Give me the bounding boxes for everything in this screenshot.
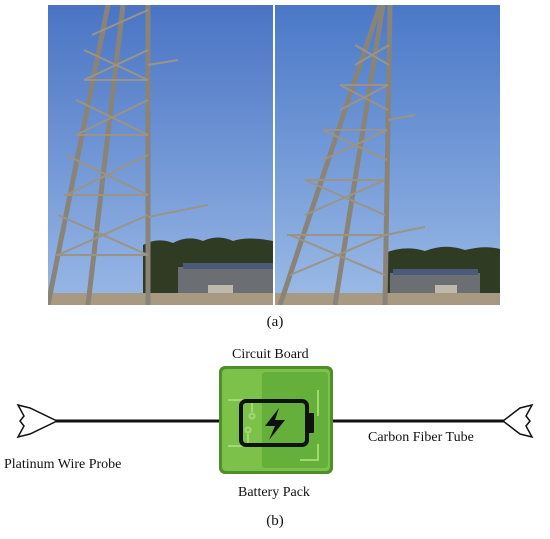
probe-label: Platinum Wire Probe <box>4 457 122 472</box>
probe-tip-icon <box>16 403 59 439</box>
tube-label: Carbon Fiber Tube <box>368 430 474 445</box>
battery-circuit-icon <box>219 366 333 474</box>
tower-photo-left <box>48 5 273 305</box>
circuit-board-label: Circuit Board <box>232 347 309 362</box>
panel-b-caption: (b) <box>266 513 284 529</box>
sensor-diagram <box>16 366 534 474</box>
tube-end-icon <box>501 403 534 439</box>
panel-a-caption: (a) <box>266 314 284 330</box>
tower-photo-right <box>275 5 500 305</box>
battery-pack-label: Battery Pack <box>238 485 310 500</box>
